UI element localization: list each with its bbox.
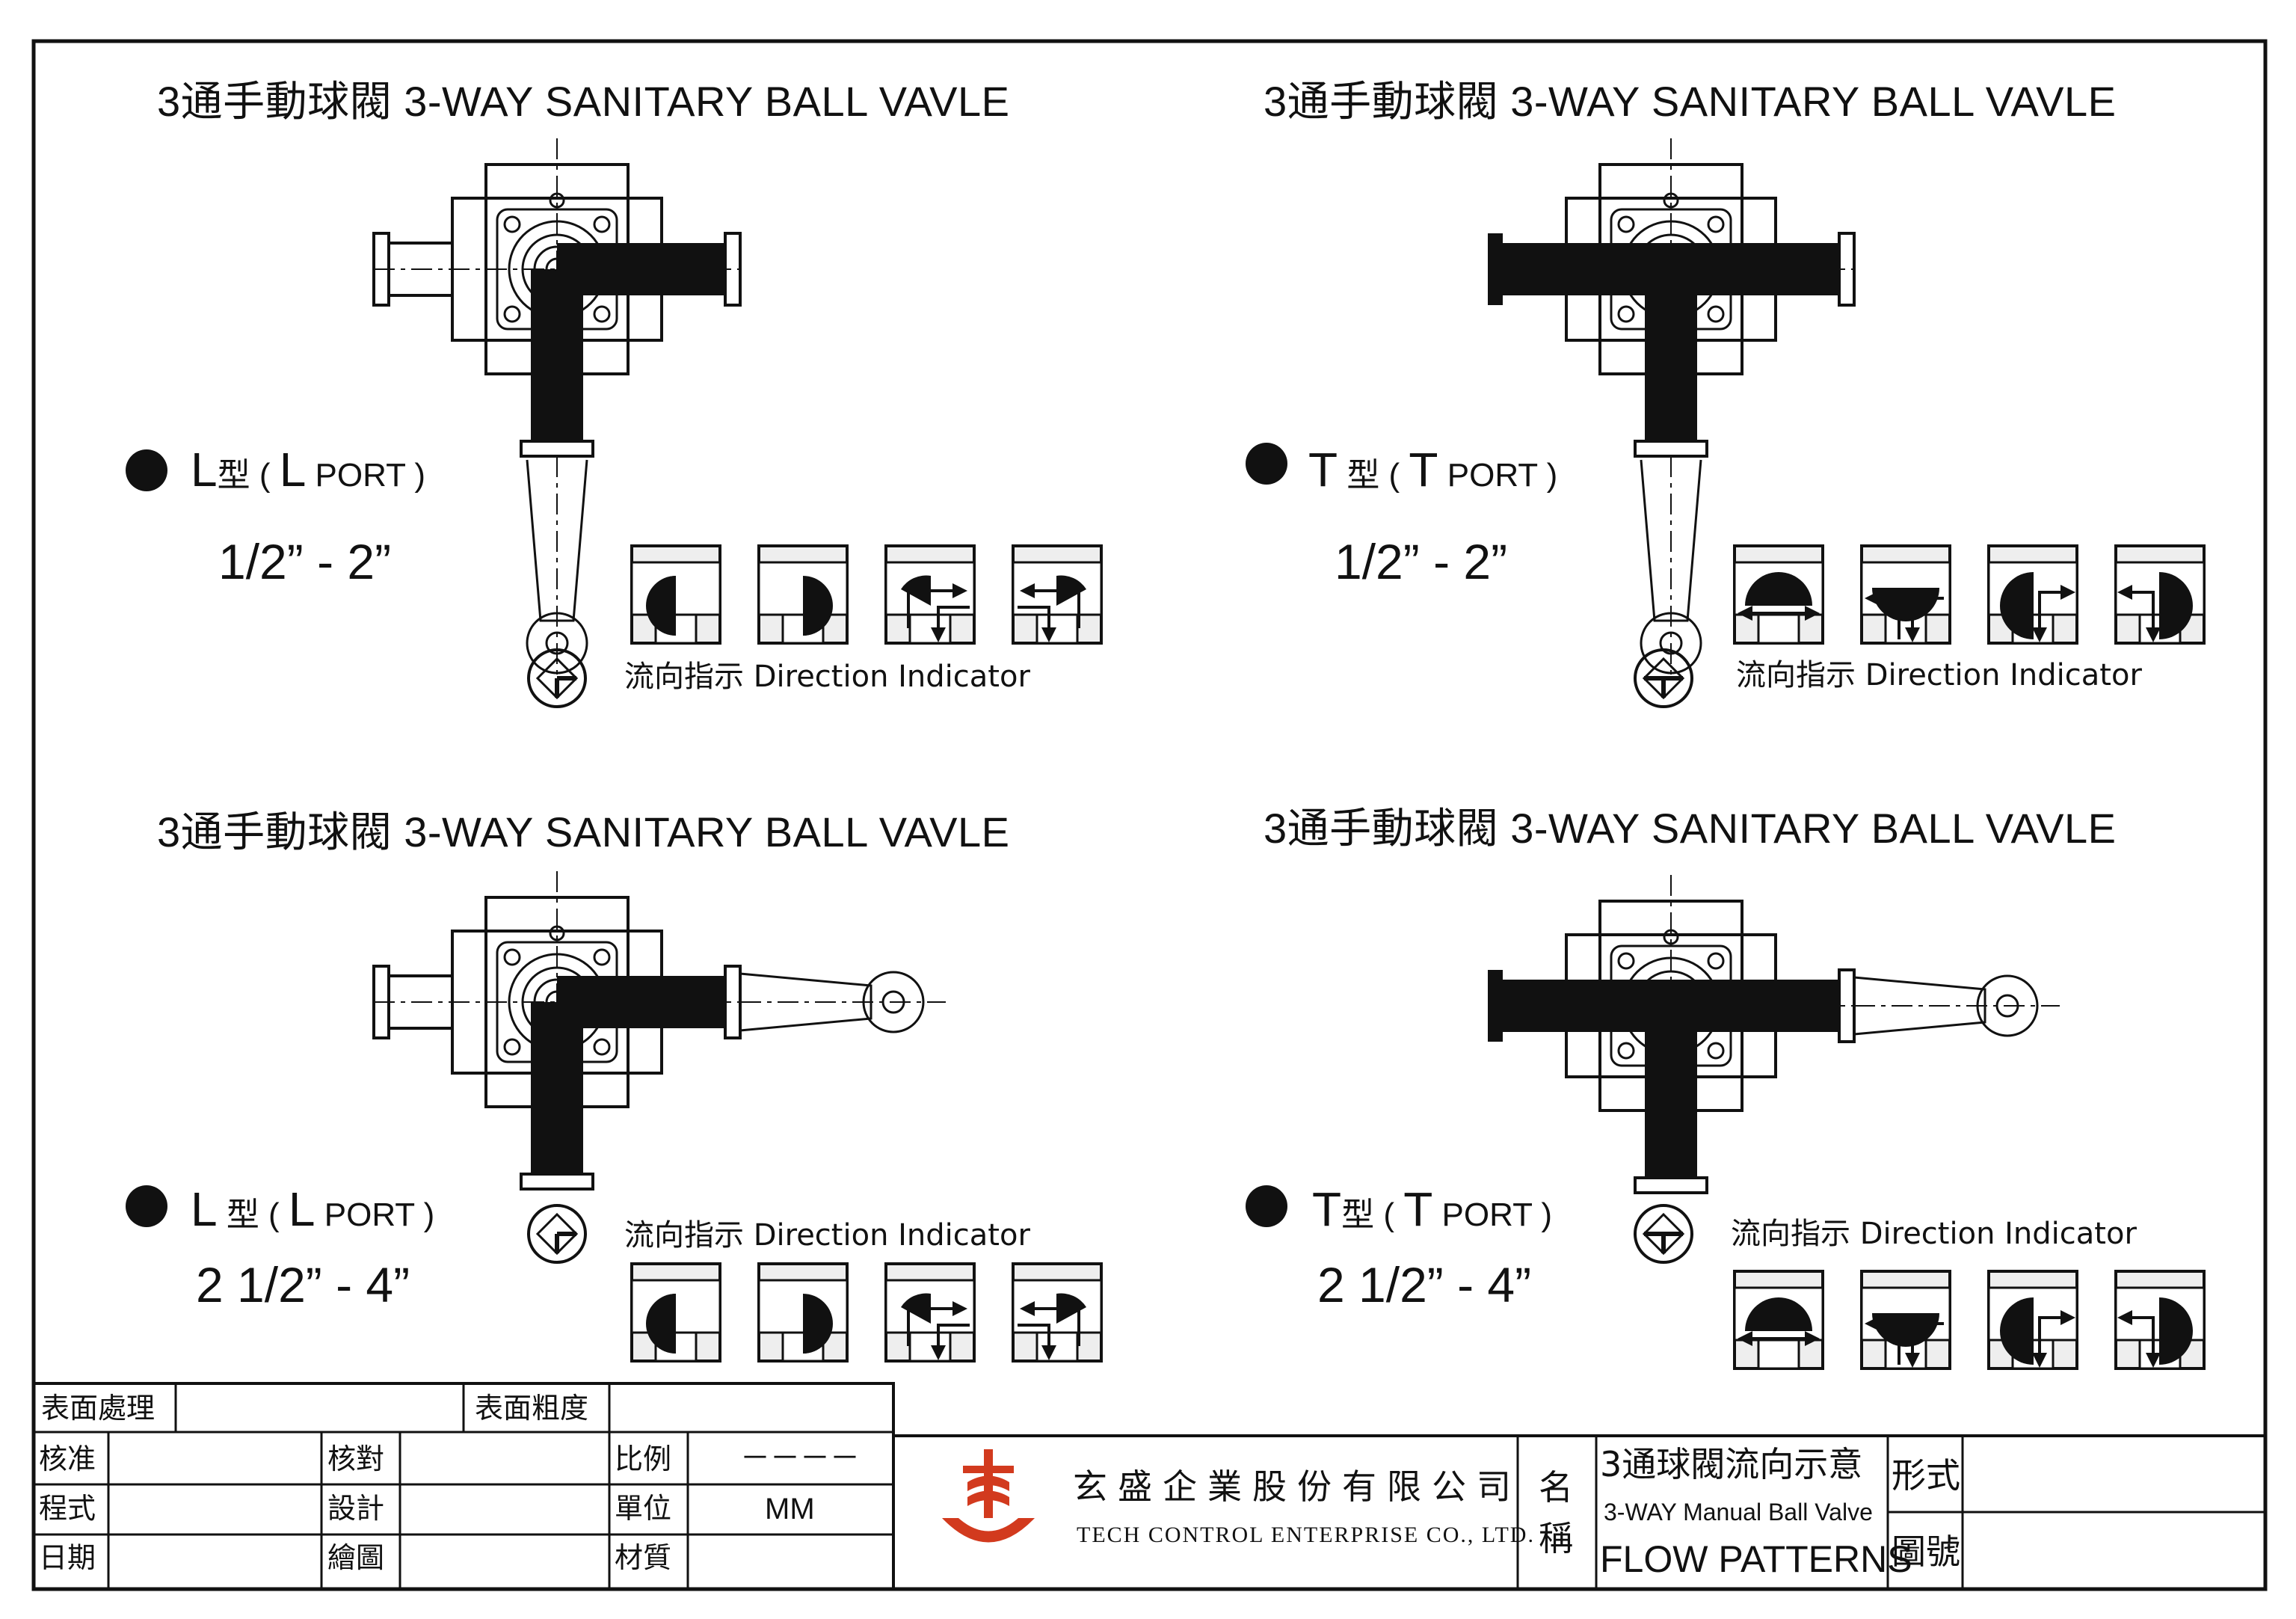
panel-title: 3通手動球閥 3-WAY SANITARY BALL VAVLE	[157, 78, 1010, 125]
surface-treatment-label: 表面處理	[41, 1392, 156, 1425]
port-type: 型 (	[1341, 1196, 1404, 1233]
bullet	[1246, 443, 1287, 485]
drawing-name-en: 3-WAY Manual Ball Valve	[1604, 1499, 1873, 1526]
panel-title: 3通手動球閥 3-WAY SANITARY BALL VAVLE	[157, 808, 1010, 855]
direction-indicator-label: 流向指示 Direction Indicator	[1731, 1217, 2137, 1251]
unit-label: 單位	[615, 1492, 672, 1525]
port-type: 型 (	[217, 1196, 289, 1233]
size-range: 1/2” - 2”	[218, 534, 392, 589]
drawn-label: 繪圖	[327, 1541, 385, 1574]
size-range: 2 1/2” - 4”	[1317, 1257, 1532, 1312]
port-prefix: L	[191, 443, 218, 497]
process-label: 程式	[39, 1492, 96, 1525]
port-word: PORT )	[315, 1196, 435, 1233]
port-type: 型 (	[1338, 457, 1409, 494]
flow-patterns-t-port-large	[1733, 1270, 2206, 1368]
bullet	[1246, 1185, 1287, 1227]
direction-indicator-icon	[527, 1204, 587, 1264]
company-logo-icon	[942, 1449, 1035, 1543]
port-label: T型 ( T PORT )	[1312, 1185, 1552, 1233]
port-prefix: L	[191, 1182, 218, 1236]
form-label: 形式	[1892, 1455, 1960, 1496]
unit-value: MM	[765, 1493, 815, 1526]
flow-patterns-l-port-large	[630, 1262, 1103, 1363]
drawing-number-label: 圖號	[1892, 1532, 1960, 1572]
port-type: 型 (	[217, 457, 280, 494]
port-prefix: T	[1312, 1182, 1342, 1236]
panel-title: 3通手動球閥 3-WAY SANITARY BALL VAVLE	[1264, 78, 2117, 125]
valve-drawing-t-port-large	[1486, 873, 2061, 1194]
direction-indicator-icon	[1634, 1204, 1693, 1264]
direction-indicator-icon	[527, 648, 587, 708]
valve-drawing-l-port-large	[372, 870, 947, 1191]
port-letter: L	[279, 443, 307, 497]
size-range: 2 1/2” - 4”	[196, 1257, 410, 1312]
design-label: 設計	[327, 1492, 385, 1525]
scale-label: 比例	[615, 1443, 672, 1475]
material-label: 材質	[615, 1541, 672, 1574]
panel-title: 3通手動球閥 3-WAY SANITARY BALL VAVLE	[1264, 805, 2117, 852]
port-word: PORT )	[1438, 457, 1558, 494]
port-word: PORT )	[306, 457, 426, 494]
drawing-name-flow-patterns: FLOW PATTERNS	[1600, 1538, 1912, 1580]
port-word: PORT )	[1432, 1196, 1553, 1233]
drawing-name-cn: 3通球閥流向示意	[1600, 1444, 1863, 1484]
bullet	[126, 449, 167, 491]
flow-patterns-t-port-small	[1733, 544, 2206, 643]
approve-label: 核准	[39, 1443, 96, 1475]
name-label-bottom: 稱	[1539, 1518, 1573, 1558]
direction-indicator-label: 流向指示 Direction Indicator	[624, 660, 1030, 694]
surface-roughness-label: 表面粗度	[475, 1392, 589, 1425]
port-letter: L	[288, 1182, 316, 1236]
bullet	[126, 1185, 167, 1227]
port-label: T 型 ( T PORT )	[1308, 446, 1557, 494]
scale-value: －－－－	[740, 1442, 860, 1475]
port-label: L 型 ( L PORT )	[191, 1185, 434, 1233]
port-label: L型 ( L PORT )	[191, 446, 425, 494]
size-range: 1/2” - 2”	[1335, 534, 1508, 589]
direction-indicator-label: 流向指示 Direction Indicator	[1736, 658, 2142, 692]
check-label: 核對	[327, 1443, 385, 1475]
title-block-grid	[32, 1382, 2265, 1591]
direction-indicator-icon	[1634, 648, 1693, 708]
company-name-cn: 玄盛企業股份有限公司	[1073, 1466, 1521, 1507]
date-label: 日期	[39, 1541, 96, 1574]
port-letter: T	[1403, 1182, 1433, 1236]
company-name-en: TECH CONTROL ENTERPRISE CO., LTD.	[1077, 1523, 1535, 1547]
port-letter: T	[1409, 443, 1438, 497]
flow-patterns-l-port-small	[630, 544, 1103, 645]
direction-indicator-label: 流向指示 Direction Indicator	[624, 1218, 1030, 1253]
name-label-top: 名	[1539, 1467, 1573, 1508]
port-prefix: T	[1308, 443, 1338, 497]
